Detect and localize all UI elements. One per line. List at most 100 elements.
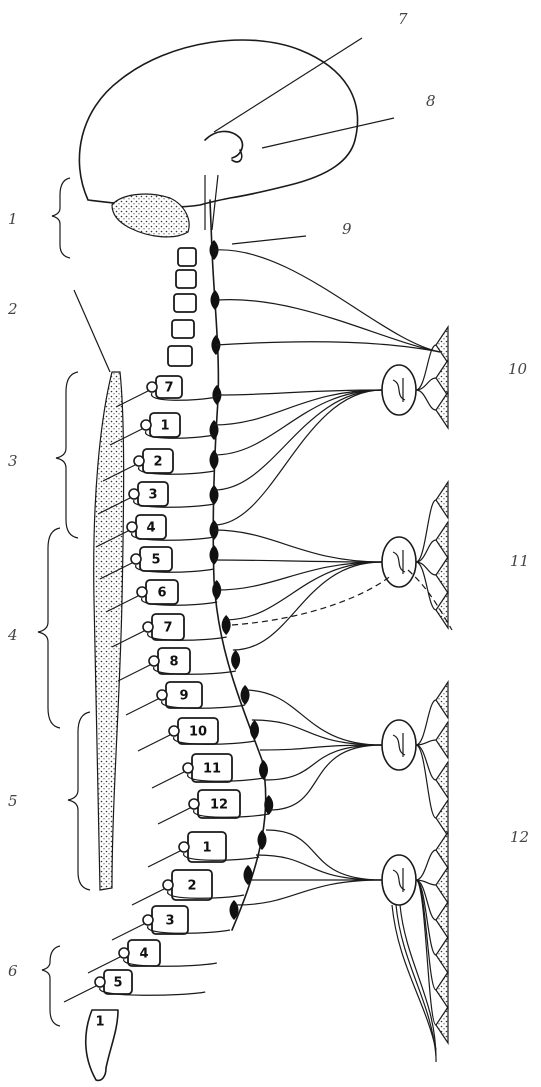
- vertebra-label: 8: [169, 655, 178, 670]
- root-ganglion: [143, 915, 153, 925]
- vertebra-label: 10: [189, 725, 207, 740]
- vertebra-label: 7: [164, 381, 173, 396]
- preganglionic-fiber: [214, 530, 382, 562]
- brainstem-dotted: [112, 194, 189, 237]
- vertebra-label: 5: [113, 976, 122, 991]
- nerve-cranial: [212, 175, 218, 230]
- postganglionic-fiber: [416, 745, 436, 818]
- root-ganglion: [143, 622, 153, 632]
- spinal-nerve: [126, 699, 158, 715]
- brace-5: [68, 712, 90, 890]
- hypothalamus: [205, 131, 242, 162]
- chain-ganglion: [259, 760, 268, 780]
- prevertebral-ganglia: [382, 365, 416, 905]
- organ-wedge: [436, 800, 448, 836]
- spinal-nerve: [118, 665, 150, 681]
- organ-wedge: [436, 937, 448, 973]
- ganglion-inner-marks: [393, 378, 405, 892]
- callout-11: 11: [510, 552, 529, 570]
- vertebra-label: 2: [153, 455, 162, 470]
- leader-9: [232, 236, 306, 244]
- root-ganglion: [179, 842, 189, 852]
- callout-5: 5: [8, 792, 18, 810]
- preganglionic-fiber: [214, 390, 382, 525]
- brain-outline: [79, 40, 357, 207]
- vertebra-label: 3: [165, 914, 174, 929]
- vertebra-label: 7: [163, 621, 172, 636]
- root-ganglion: [169, 726, 179, 736]
- vertebra-label: 2: [187, 879, 196, 894]
- cervical-vertebrae: [168, 248, 196, 366]
- vertebra-cervical: [168, 346, 192, 366]
- callout-4: 4: [8, 626, 18, 644]
- organ-wedge: [436, 867, 448, 903]
- root-ganglion: [183, 763, 193, 773]
- organ-wedge: [436, 360, 448, 396]
- root-ganglion: [131, 554, 141, 564]
- callout-8: 8: [426, 92, 436, 110]
- organ-wedge: [436, 482, 448, 518]
- vertebra-label: 3: [148, 488, 157, 503]
- root-ganglion: [119, 948, 129, 958]
- leader-7: [214, 38, 362, 132]
- vertebra-label: 5: [151, 553, 160, 568]
- preganglionic-fiber: [256, 855, 382, 880]
- postganglionic-fiber: [416, 540, 436, 562]
- spinal-nerve: [158, 808, 190, 824]
- postganglionic-fiber: [416, 740, 436, 745]
- organ-wedge: [436, 682, 448, 718]
- chain-ganglion: [258, 830, 267, 850]
- target-organs: [392, 327, 448, 1062]
- preganglionic-fiber: [233, 562, 382, 650]
- spinal-nerve: [148, 851, 180, 867]
- spinal-nerve: [112, 924, 144, 940]
- root-ganglion: [149, 656, 159, 666]
- preganglionic-fiber: [236, 880, 382, 905]
- brace-6: [42, 946, 60, 1026]
- preganglionic-fiber: [265, 745, 382, 780]
- chain-ganglion: [250, 720, 259, 740]
- preganglionic-fiber: [217, 562, 382, 590]
- vertebra-label: 4: [146, 521, 155, 536]
- vertebra-label: 1: [202, 841, 211, 856]
- callout-12: 12: [510, 828, 529, 846]
- brace-1: [52, 178, 70, 258]
- chain-ganglion: [241, 685, 250, 705]
- spinal-nerve: [138, 735, 170, 751]
- vertebra-label: 1: [160, 419, 169, 434]
- coccyx-label: 1: [95, 1015, 104, 1030]
- chain-ganglion: [231, 650, 240, 670]
- brace-3: [56, 372, 78, 538]
- organ-wedge: [436, 592, 448, 628]
- spinal-nerve: [64, 986, 96, 1002]
- sympathetic-chain: [210, 200, 266, 930]
- chain-ganglion: [210, 485, 219, 505]
- vertebra-label: 11: [203, 762, 221, 777]
- root-ganglion: [95, 977, 105, 987]
- callout-7: 7: [398, 10, 408, 28]
- preganglionic-fiber: [252, 720, 382, 745]
- organ-wedge: [436, 762, 448, 798]
- vertebra-cervical: [178, 248, 196, 266]
- preganglionic-fiber: [225, 562, 382, 620]
- postganglionic-fiber: [416, 562, 436, 610]
- root-ganglion: [137, 587, 147, 597]
- chain-ganglion: [210, 450, 219, 470]
- cervical-branch: [218, 300, 440, 352]
- organ-wedge: [436, 327, 448, 363]
- chain-ganglion: [222, 615, 231, 635]
- brace-4: [38, 528, 60, 728]
- root-ganglion: [189, 799, 199, 809]
- root-ganglion: [134, 456, 144, 466]
- postganglionic-fiber: [416, 700, 436, 745]
- root-ganglion: [157, 690, 167, 700]
- vertebra-label: 6: [157, 586, 166, 601]
- vertebra-label: 4: [139, 947, 148, 962]
- postganglionic-fiber: [392, 905, 436, 1050]
- postganglionic-fiber: [416, 390, 436, 410]
- root-ganglion: [141, 420, 151, 430]
- organ-wedge: [436, 832, 448, 868]
- leader-2: [74, 290, 110, 372]
- leader-8: [262, 118, 394, 148]
